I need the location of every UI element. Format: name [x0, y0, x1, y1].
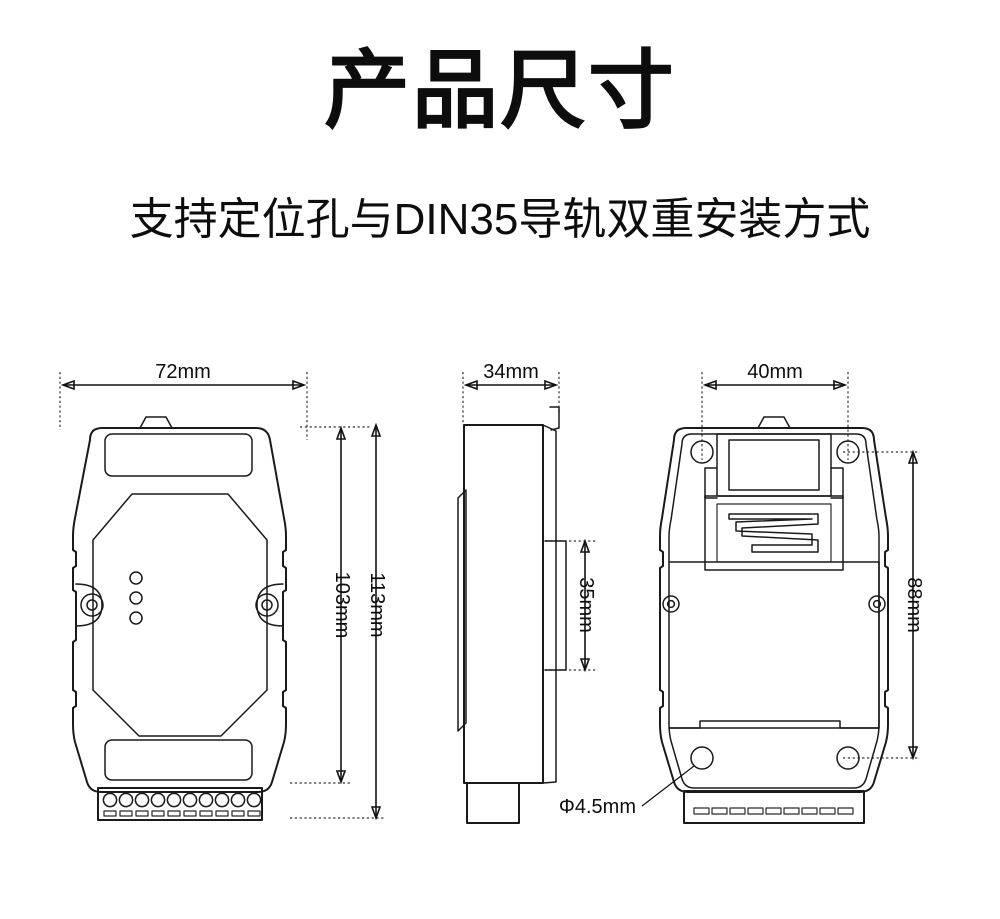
front-outer-height-dimension: 113mm: [366, 422, 388, 821]
rear-terminal-slots: [693, 807, 854, 815]
front-screw-boss-left: [75, 583, 103, 627]
rear-inner-shell: [668, 433, 880, 789]
side-clip-height-label: 35mm: [575, 577, 597, 633]
rear-recess-field: [668, 561, 880, 729]
rear-din-clip-step: [704, 467, 718, 499]
rear-din-clip-window: [728, 439, 820, 491]
front-screw-boss-right-outer: [255, 593, 279, 617]
rear-screw-hole-right-outer: [868, 595, 886, 613]
front-body-outline: [72, 427, 287, 793]
rear-hole-pitch-x-label: 40mm: [747, 361, 803, 383]
rear-hole-diameter-leader: [641, 765, 695, 807]
side-view-group: 34mm 35mm: [457, 361, 597, 824]
side-rear-shell: [542, 424, 557, 784]
rear-din-clip-body: [704, 495, 844, 571]
front-screw-boss-left-inner: [86, 599, 98, 611]
rear-hole-pitch-y-dimension: 88mm: [903, 449, 925, 761]
front-view-group: 72mm 103mm 113mm: [59, 361, 388, 821]
page-title: 产品尺寸: [324, 43, 676, 139]
side-front-bezel: [457, 489, 467, 732]
front-led-indicator-2: [129, 591, 143, 605]
front-top-tab: [139, 416, 173, 429]
front-width-label: 72mm: [155, 361, 211, 383]
rear-lower-notch: [668, 720, 880, 729]
rear-hole-pitch-x-dimension: 40mm: [702, 361, 848, 391]
front-screw-boss-right-inner: [261, 599, 273, 611]
rear-din-clip-housing: [716, 433, 832, 497]
front-screw-boss-left-outer: [80, 593, 104, 617]
front-top-panel: [104, 433, 253, 477]
front-led-indicator-3: [129, 611, 143, 625]
rear-hole-pitch-y-label: 88mm: [903, 577, 925, 633]
rear-top-tab: [757, 416, 791, 429]
rear-mounting-hole-top-right: [836, 440, 860, 464]
front-outer-height-label: 113mm: [366, 572, 388, 637]
rear-body-outline: [659, 427, 889, 793]
front-terminal-block: [97, 787, 263, 821]
side-depth-dimension: 34mm: [463, 361, 559, 391]
front-terminal-slots: [103, 810, 261, 817]
front-terminal-screws: [102, 792, 262, 808]
rear-terminal-strip: [683, 790, 865, 824]
front-width-dimension: 72mm: [60, 361, 307, 391]
rear-mounting-hole-bottom-left: [690, 746, 714, 770]
front-led-indicator-1: [129, 571, 143, 585]
side-body-outline: [463, 424, 544, 784]
rear-mounting-hole-bottom-right: [836, 746, 860, 770]
front-inner-height-label: 103mm: [331, 572, 353, 639]
side-bottom-connector: [466, 782, 520, 824]
rear-din-clip-step-right: [830, 467, 844, 499]
side-depth-label: 34mm: [483, 361, 539, 383]
front-center-faceplate: [92, 493, 268, 737]
rear-hole-diameter-label: Φ4.5mm: [559, 796, 636, 818]
rear-mounting-hole-top-left: [690, 440, 714, 464]
rear-din-clip-spring: [728, 513, 819, 553]
rear-screw-hole-left-outer: [662, 595, 680, 613]
front-bottom-panel: [104, 739, 253, 781]
side-top-tab: [549, 406, 560, 431]
rear-screw-hole-right-inner: [872, 599, 882, 609]
front-inner-height-dimension: 103mm: [331, 425, 353, 785]
front-screw-boss-right: [256, 583, 284, 627]
rear-view-group: 40mm 88mm: [559, 361, 925, 824]
page-subtitle: 支持定位孔与DIN35导轨双重安装方式: [129, 195, 871, 244]
rear-screw-hole-left-inner: [666, 599, 676, 609]
rear-din-clip-body-inner: [716, 503, 832, 563]
side-clip-height-dimension: 35mm: [575, 538, 597, 673]
